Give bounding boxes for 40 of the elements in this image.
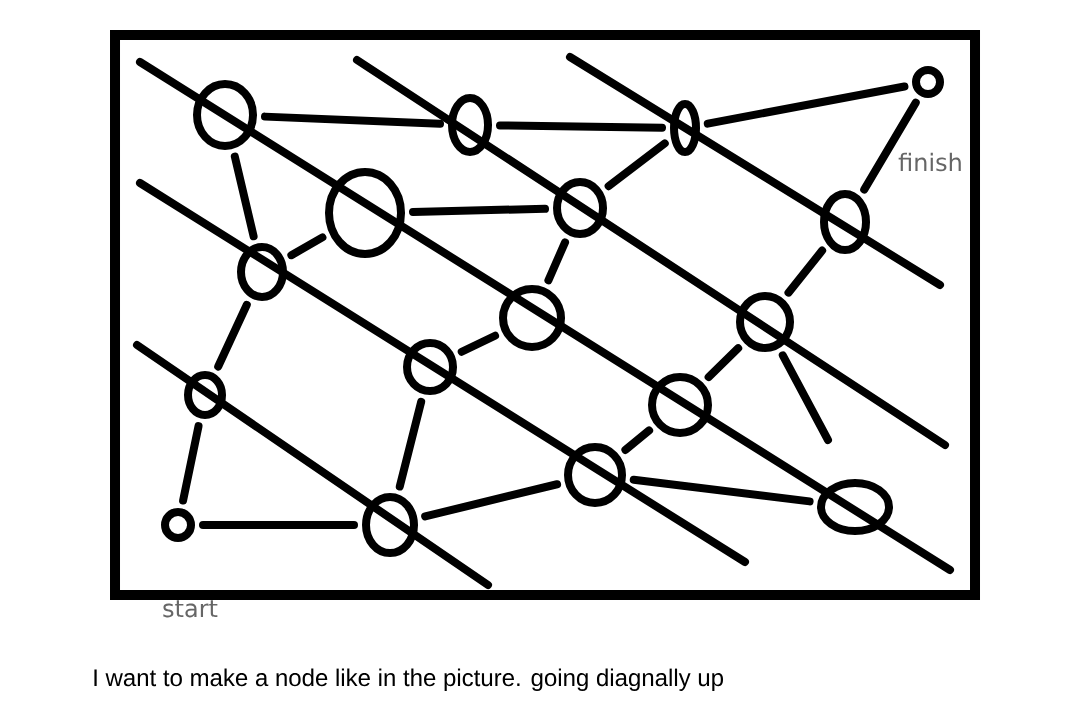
connector-line — [703, 82, 909, 128]
caption: I want to make a node like in the picture. going diagnally up — [94, 668, 723, 691]
connector-line — [496, 121, 666, 132]
circle-node — [564, 443, 626, 507]
circle-node — [817, 479, 893, 535]
connector-line — [457, 331, 500, 356]
circle-node — [553, 178, 607, 238]
circle-node — [184, 371, 226, 419]
connector-line — [784, 246, 827, 297]
circle-node — [403, 339, 457, 395]
connector-line — [604, 139, 669, 191]
node-label: finish — [898, 152, 961, 172]
connector-line — [629, 475, 814, 506]
circle-node — [820, 190, 870, 254]
connector-line — [261, 112, 445, 128]
connector-line — [860, 98, 920, 194]
connector-line — [230, 152, 258, 241]
circle-node — [448, 94, 492, 156]
circle-node — [362, 493, 418, 557]
circle-node — [648, 373, 712, 437]
connector-line — [421, 480, 562, 521]
connector-line — [287, 233, 327, 260]
node-label: start — [163, 600, 218, 618]
connector-line — [621, 426, 654, 454]
connector-line — [544, 238, 570, 285]
connector-line — [778, 351, 832, 444]
connector-line — [179, 422, 203, 505]
connector-line — [199, 521, 358, 529]
connector-line — [395, 397, 426, 491]
connector-line — [409, 204, 549, 216]
circle-node — [736, 292, 794, 352]
connector-line — [214, 300, 251, 371]
circle-node — [193, 80, 257, 150]
circle-node — [499, 285, 565, 351]
circle-node — [161, 508, 195, 542]
circle-node — [670, 100, 700, 156]
circle-node — [912, 66, 944, 98]
circle-node — [325, 168, 405, 258]
connector-line — [704, 344, 743, 382]
circle-node — [237, 243, 287, 301]
